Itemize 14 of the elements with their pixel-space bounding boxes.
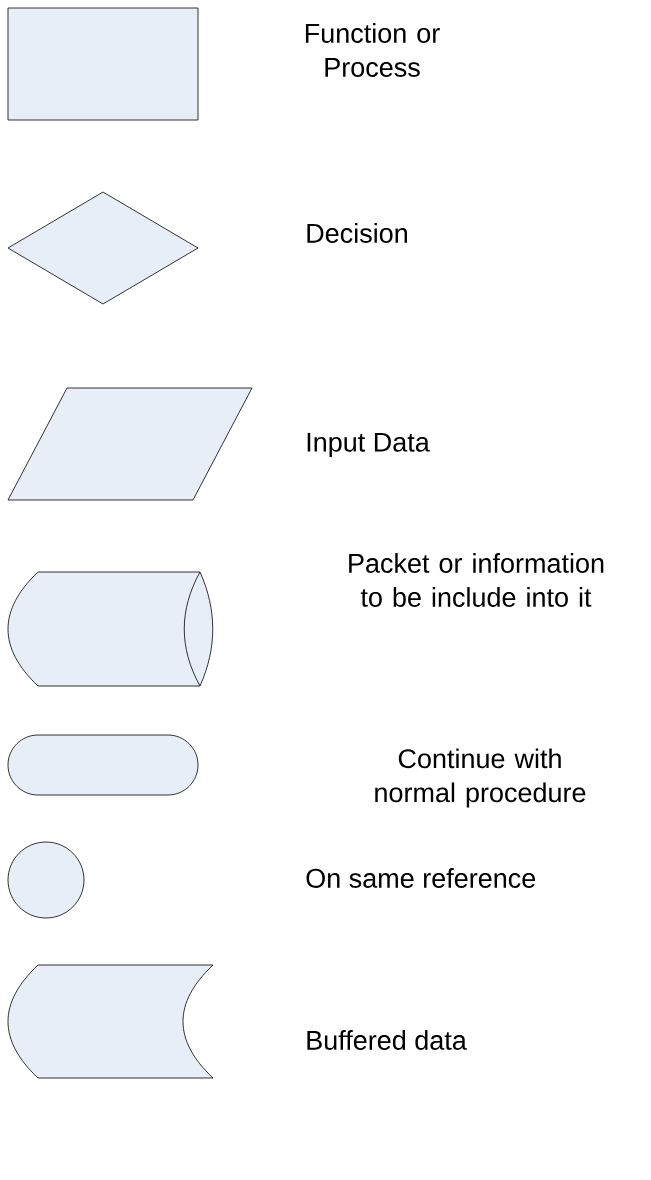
- stored-data-shape: [7, 964, 214, 1079]
- decision-diamond: [7, 191, 199, 305]
- input-parallelogram: [7, 387, 253, 501]
- description-text: Function or Process: [305, 23, 440, 77]
- description-text: On same reference: [306, 868, 536, 888]
- terminator-shape: [7, 734, 199, 796]
- description-text: Buffered data: [307, 1030, 467, 1050]
- description-text: Decision: [307, 223, 407, 243]
- cylinder-shape: [7, 571, 214, 687]
- connector-circle: [7, 841, 85, 919]
- description-text: Continue with normal procedure: [375, 748, 586, 808]
- description-text: Input Data: [307, 432, 430, 458]
- process-box: [7, 7, 199, 121]
- description-text: Packet or information to be include into it: [349, 553, 604, 607]
